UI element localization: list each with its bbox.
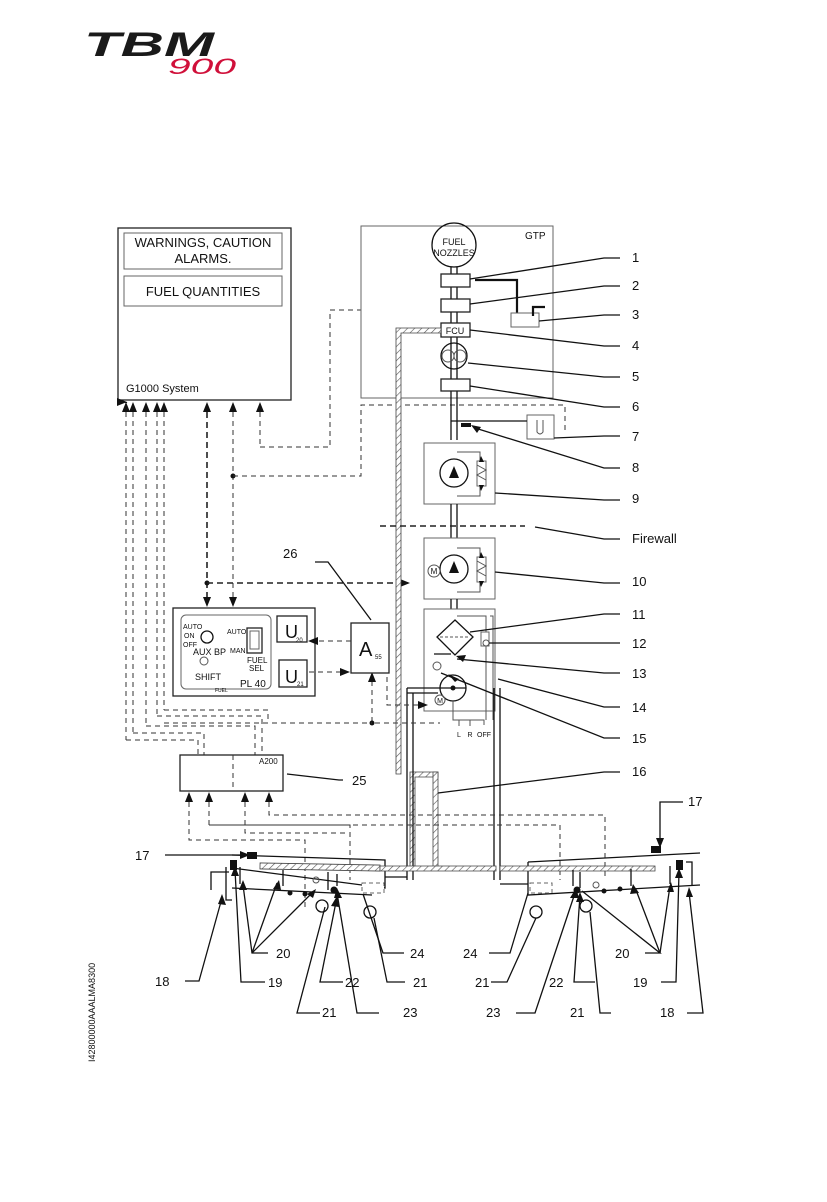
callout-9: 9: [632, 491, 639, 506]
fuel-caption: FUEL: [215, 688, 228, 694]
callout-11: 11: [632, 607, 646, 622]
selector-pos-l: L: [457, 732, 461, 739]
u20-sub: 20: [296, 638, 303, 644]
callout-25: 25: [352, 773, 366, 788]
engine-driven-pump: [424, 443, 495, 504]
filter-selector-unit: M L R OFF: [424, 609, 495, 739]
callout-22-right: 22: [549, 975, 563, 990]
callout-21-right-b: 21: [570, 1005, 584, 1020]
gtp-label: GTP: [525, 231, 546, 242]
component-3: [511, 313, 539, 327]
callout-17-right: 17: [688, 794, 702, 809]
callout-10: 10: [632, 574, 646, 589]
callout-22-left: 22: [345, 975, 359, 990]
firewall-label: Firewall: [632, 531, 677, 546]
callout-26: 26: [283, 546, 297, 561]
callout-12: 12: [632, 636, 646, 651]
shift-label: SHIFT: [195, 672, 222, 682]
selector-pos-off: OFF: [477, 732, 491, 739]
callout-21-right-a: 21: [475, 975, 489, 990]
pl40-name: PL 40: [240, 679, 266, 690]
component-6: [441, 379, 470, 391]
callout-2: 2: [632, 278, 639, 293]
callout-1: 1: [632, 250, 639, 265]
fuel-nozzles-line-2: NOZZLES: [433, 248, 475, 258]
fuel-sel-auto: AUTO: [227, 629, 247, 636]
callout-24-left: 24: [410, 946, 424, 961]
left-tank: [211, 852, 496, 918]
aux-bp-auto: AUTO: [183, 624, 203, 631]
callout-21-left-a: 21: [322, 1005, 336, 1020]
callout-13: 13: [632, 666, 646, 681]
electric-boost-pump: M: [424, 538, 495, 599]
callout-21-left-b: 21: [413, 975, 427, 990]
fcu-label: FCU: [446, 326, 465, 336]
callout-4: 4: [632, 338, 639, 353]
callout-20-left: 20: [276, 946, 290, 961]
callout-17-left: 17: [135, 848, 149, 863]
callout-14: 14: [632, 700, 646, 715]
callout-18-left: 18: [155, 974, 169, 989]
fuel-sel-label-2: SEL: [249, 664, 265, 673]
svg-text:M: M: [431, 567, 438, 576]
callout-23-right: 23: [486, 1005, 500, 1020]
selector-pos-r: R: [467, 732, 472, 739]
callout-5: 5: [632, 369, 639, 384]
pl40-panel: AUTO ON OFF AUX BP SHIFT AUTO MAN FUEL S…: [173, 608, 315, 696]
aux-bp-label: AUX BP: [193, 647, 226, 657]
callout-7: 7: [632, 429, 639, 444]
right-tank: [500, 846, 700, 918]
warnings-line-2: ALARMS.: [174, 251, 231, 266]
gtp-box: GTP FUEL NOZZLES FCU: [361, 223, 553, 440]
callout-19-left: 19: [268, 975, 282, 990]
callout-3: 3: [632, 307, 639, 322]
figure-code: I42800000AAALMA8300: [87, 963, 97, 1062]
callout-19-right: 19: [633, 975, 647, 990]
component-8: [461, 423, 471, 427]
g1000-system-box: WARNINGS, CAUTION ALARMS. FUEL QUANTITIE…: [118, 228, 291, 400]
callout-6: 6: [632, 399, 639, 414]
callout-23-left: 23: [403, 1005, 417, 1020]
a200-label: A200: [259, 757, 278, 766]
u21-sub: 21: [297, 682, 304, 688]
component-2: [441, 299, 470, 312]
component-1: [441, 274, 470, 287]
callout-15: 15: [632, 731, 646, 746]
svg-text:M: M: [437, 698, 443, 705]
callout-18-right: 18: [660, 1005, 674, 1020]
callout-24-right: 24: [463, 946, 477, 961]
a55-sub: 55: [375, 655, 382, 661]
callout-20-right: 20: [615, 946, 629, 961]
callout-8: 8: [632, 460, 639, 475]
fuel-nozzles-line-1: FUEL: [442, 237, 465, 247]
g1000-title: G1000 System: [126, 383, 199, 395]
fuel-sel-man: MAN: [230, 648, 246, 655]
callout-16: 16: [632, 764, 646, 779]
a55-letter: A: [359, 639, 373, 661]
aux-bp-on: ON: [184, 633, 195, 640]
fuel-quantities-text: FUEL QUANTITIES: [146, 284, 261, 299]
warnings-line-1: WARNINGS, CAUTION: [135, 235, 272, 250]
a55-box: A 55: [308, 623, 389, 676]
